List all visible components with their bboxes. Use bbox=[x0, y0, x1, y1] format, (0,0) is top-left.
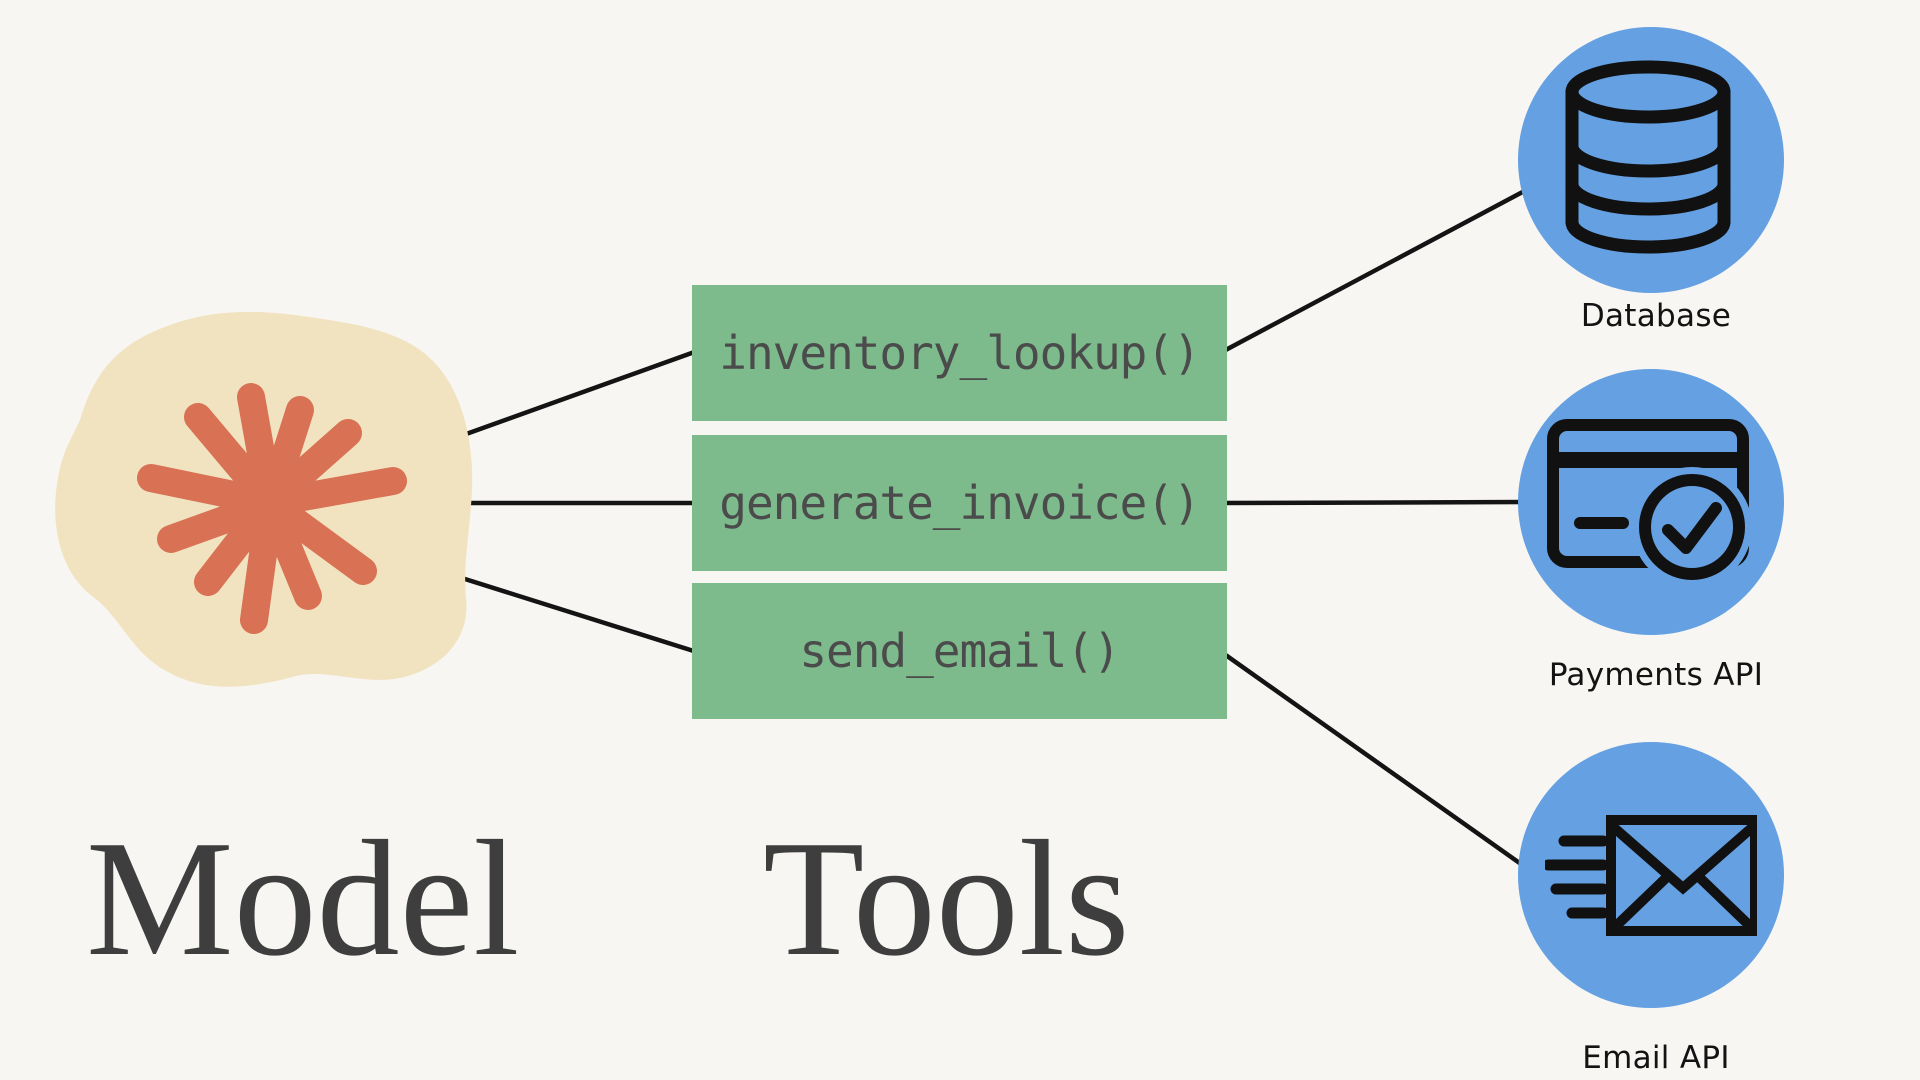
tools-title: Tools bbox=[763, 806, 1130, 990]
service-label-email: Email API bbox=[1582, 1040, 1730, 1076]
service-circle-payments bbox=[1518, 369, 1784, 635]
service-circle-database bbox=[1518, 27, 1784, 293]
speed-lines bbox=[1545, 835, 1609, 919]
tool-label-generate-invoice: generate_invoice() bbox=[719, 476, 1200, 530]
checkmark bbox=[1662, 502, 1722, 554]
line-invoice-to-payments bbox=[1217, 499, 1548, 506]
tool-box-send-email: send_email() bbox=[692, 583, 1227, 719]
envelope-flap bbox=[1607, 821, 1757, 895]
tool-label-inventory-lookup: inventory_lookup() bbox=[719, 326, 1200, 380]
email-send-icon bbox=[1545, 815, 1757, 936]
service-circle-email bbox=[1518, 742, 1784, 1008]
line-model-to-email-tool bbox=[427, 565, 703, 656]
model-title: Model bbox=[86, 806, 520, 990]
tool-box-generate-invoice: generate_invoice() bbox=[692, 435, 1227, 571]
database-icon bbox=[1565, 60, 1731, 254]
service-label-database: Database bbox=[1580, 298, 1732, 334]
credit-card-check-icon bbox=[1547, 419, 1752, 587]
check-circle bbox=[1639, 474, 1745, 580]
line-inventory-to-database bbox=[1217, 177, 1548, 356]
line-email-tool-to-email-api bbox=[1217, 648, 1548, 884]
service-label-payments: Payments API bbox=[1548, 657, 1764, 693]
model-starburst-icon bbox=[137, 383, 407, 634]
tool-box-inventory-lookup: inventory_lookup() bbox=[692, 285, 1227, 421]
connector-lines bbox=[427, 177, 1548, 884]
tool-label-send-email: send_email() bbox=[799, 624, 1120, 678]
starburst-hub bbox=[244, 477, 296, 529]
line-model-to-inventory bbox=[427, 347, 703, 450]
